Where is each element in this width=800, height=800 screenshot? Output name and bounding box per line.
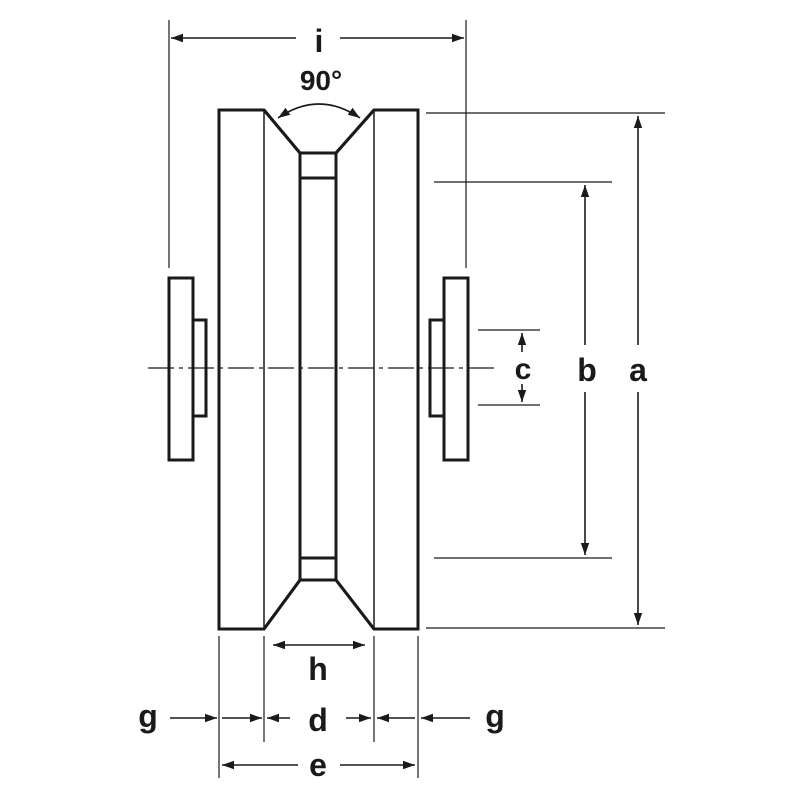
label-e: e (309, 747, 327, 783)
label-c: c (515, 353, 532, 386)
wheel-body (217, 108, 420, 631)
bearing-right-outer (442, 276, 470, 462)
extension-lines (168, 20, 665, 778)
groove-top (262, 109, 376, 155)
groove-bottom (262, 578, 376, 630)
label-h: h (308, 651, 328, 687)
label-i: i (315, 23, 324, 59)
bearing-left (167, 276, 208, 462)
label-g-right: g (485, 698, 505, 734)
bearing-right (428, 276, 470, 462)
angle-arc (277, 103, 361, 119)
label-b: b (577, 352, 597, 388)
wheel-outline (217, 108, 302, 631)
wheel-outline-right (334, 108, 420, 631)
bearing-left-outer (167, 276, 195, 462)
label-g-left: g (138, 698, 158, 734)
label-angle: 90° (300, 65, 342, 96)
label-a: a (629, 352, 647, 388)
label-d: d (308, 702, 328, 738)
